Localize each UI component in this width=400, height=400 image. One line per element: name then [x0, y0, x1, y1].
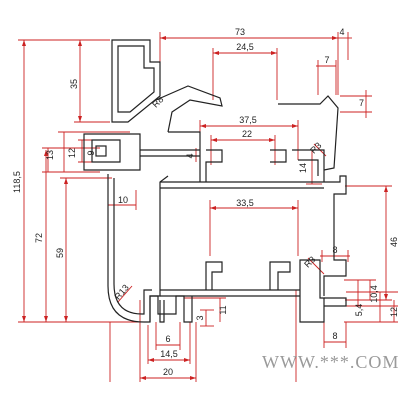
dim-right-5-4: 5,4	[354, 304, 364, 317]
dim-top-right-7: 7	[324, 55, 329, 65]
dim-radius-3-top: R3	[308, 140, 323, 155]
dimension-arrows	[22, 36, 388, 380]
dim-bottom-20: 20	[163, 367, 173, 377]
dim-inner-22: 22	[242, 129, 252, 139]
dimension-lines	[18, 32, 398, 382]
dim-overall-width: 73	[235, 27, 245, 37]
dim-left-13: 13	[45, 150, 55, 160]
dim-bottom-11: 11	[218, 305, 228, 314]
dim-left-35: 35	[69, 79, 79, 89]
dim-bottom-6: 6	[165, 334, 170, 344]
dim-overall-height: 118,5	[12, 171, 22, 193]
dim-right-14: 14	[298, 163, 308, 173]
dim-right-46: 46	[389, 237, 399, 247]
dim-right-8-mid: 8	[332, 245, 337, 255]
dim-left-72: 72	[34, 233, 44, 243]
dim-bottom-3: 3	[195, 315, 205, 320]
dim-notch-4: 4	[185, 153, 195, 158]
dim-radius-3-bottom: R3	[302, 254, 317, 269]
dim-bottom-14-5: 14,5	[160, 349, 178, 359]
dim-inner-37-5: 37,5	[239, 115, 257, 125]
dim-left-59: 59	[55, 248, 65, 258]
dim-left-10: 10	[118, 195, 128, 205]
watermark: WWW.***.COM	[262, 352, 399, 372]
dim-bottom-right-8: 8	[332, 331, 337, 341]
dim-right-10-4: 10,4	[369, 285, 379, 303]
dimension-labels: 73 4 24,5 7 7 35 118,5 R8 37,5 22 4 14 R…	[12, 27, 399, 377]
dim-left-9: 9	[86, 150, 96, 155]
dim-top-offset: 4	[339, 27, 344, 37]
dim-right-12: 12	[389, 307, 399, 317]
dim-right-7: 7	[359, 98, 364, 108]
dim-radius-13: R13	[113, 283, 131, 302]
dim-mid-33-5: 33,5	[236, 198, 254, 208]
profile-outline	[83, 39, 347, 323]
dim-left-12: 12	[67, 148, 77, 158]
dim-top-slot-width: 24,5	[236, 42, 254, 52]
